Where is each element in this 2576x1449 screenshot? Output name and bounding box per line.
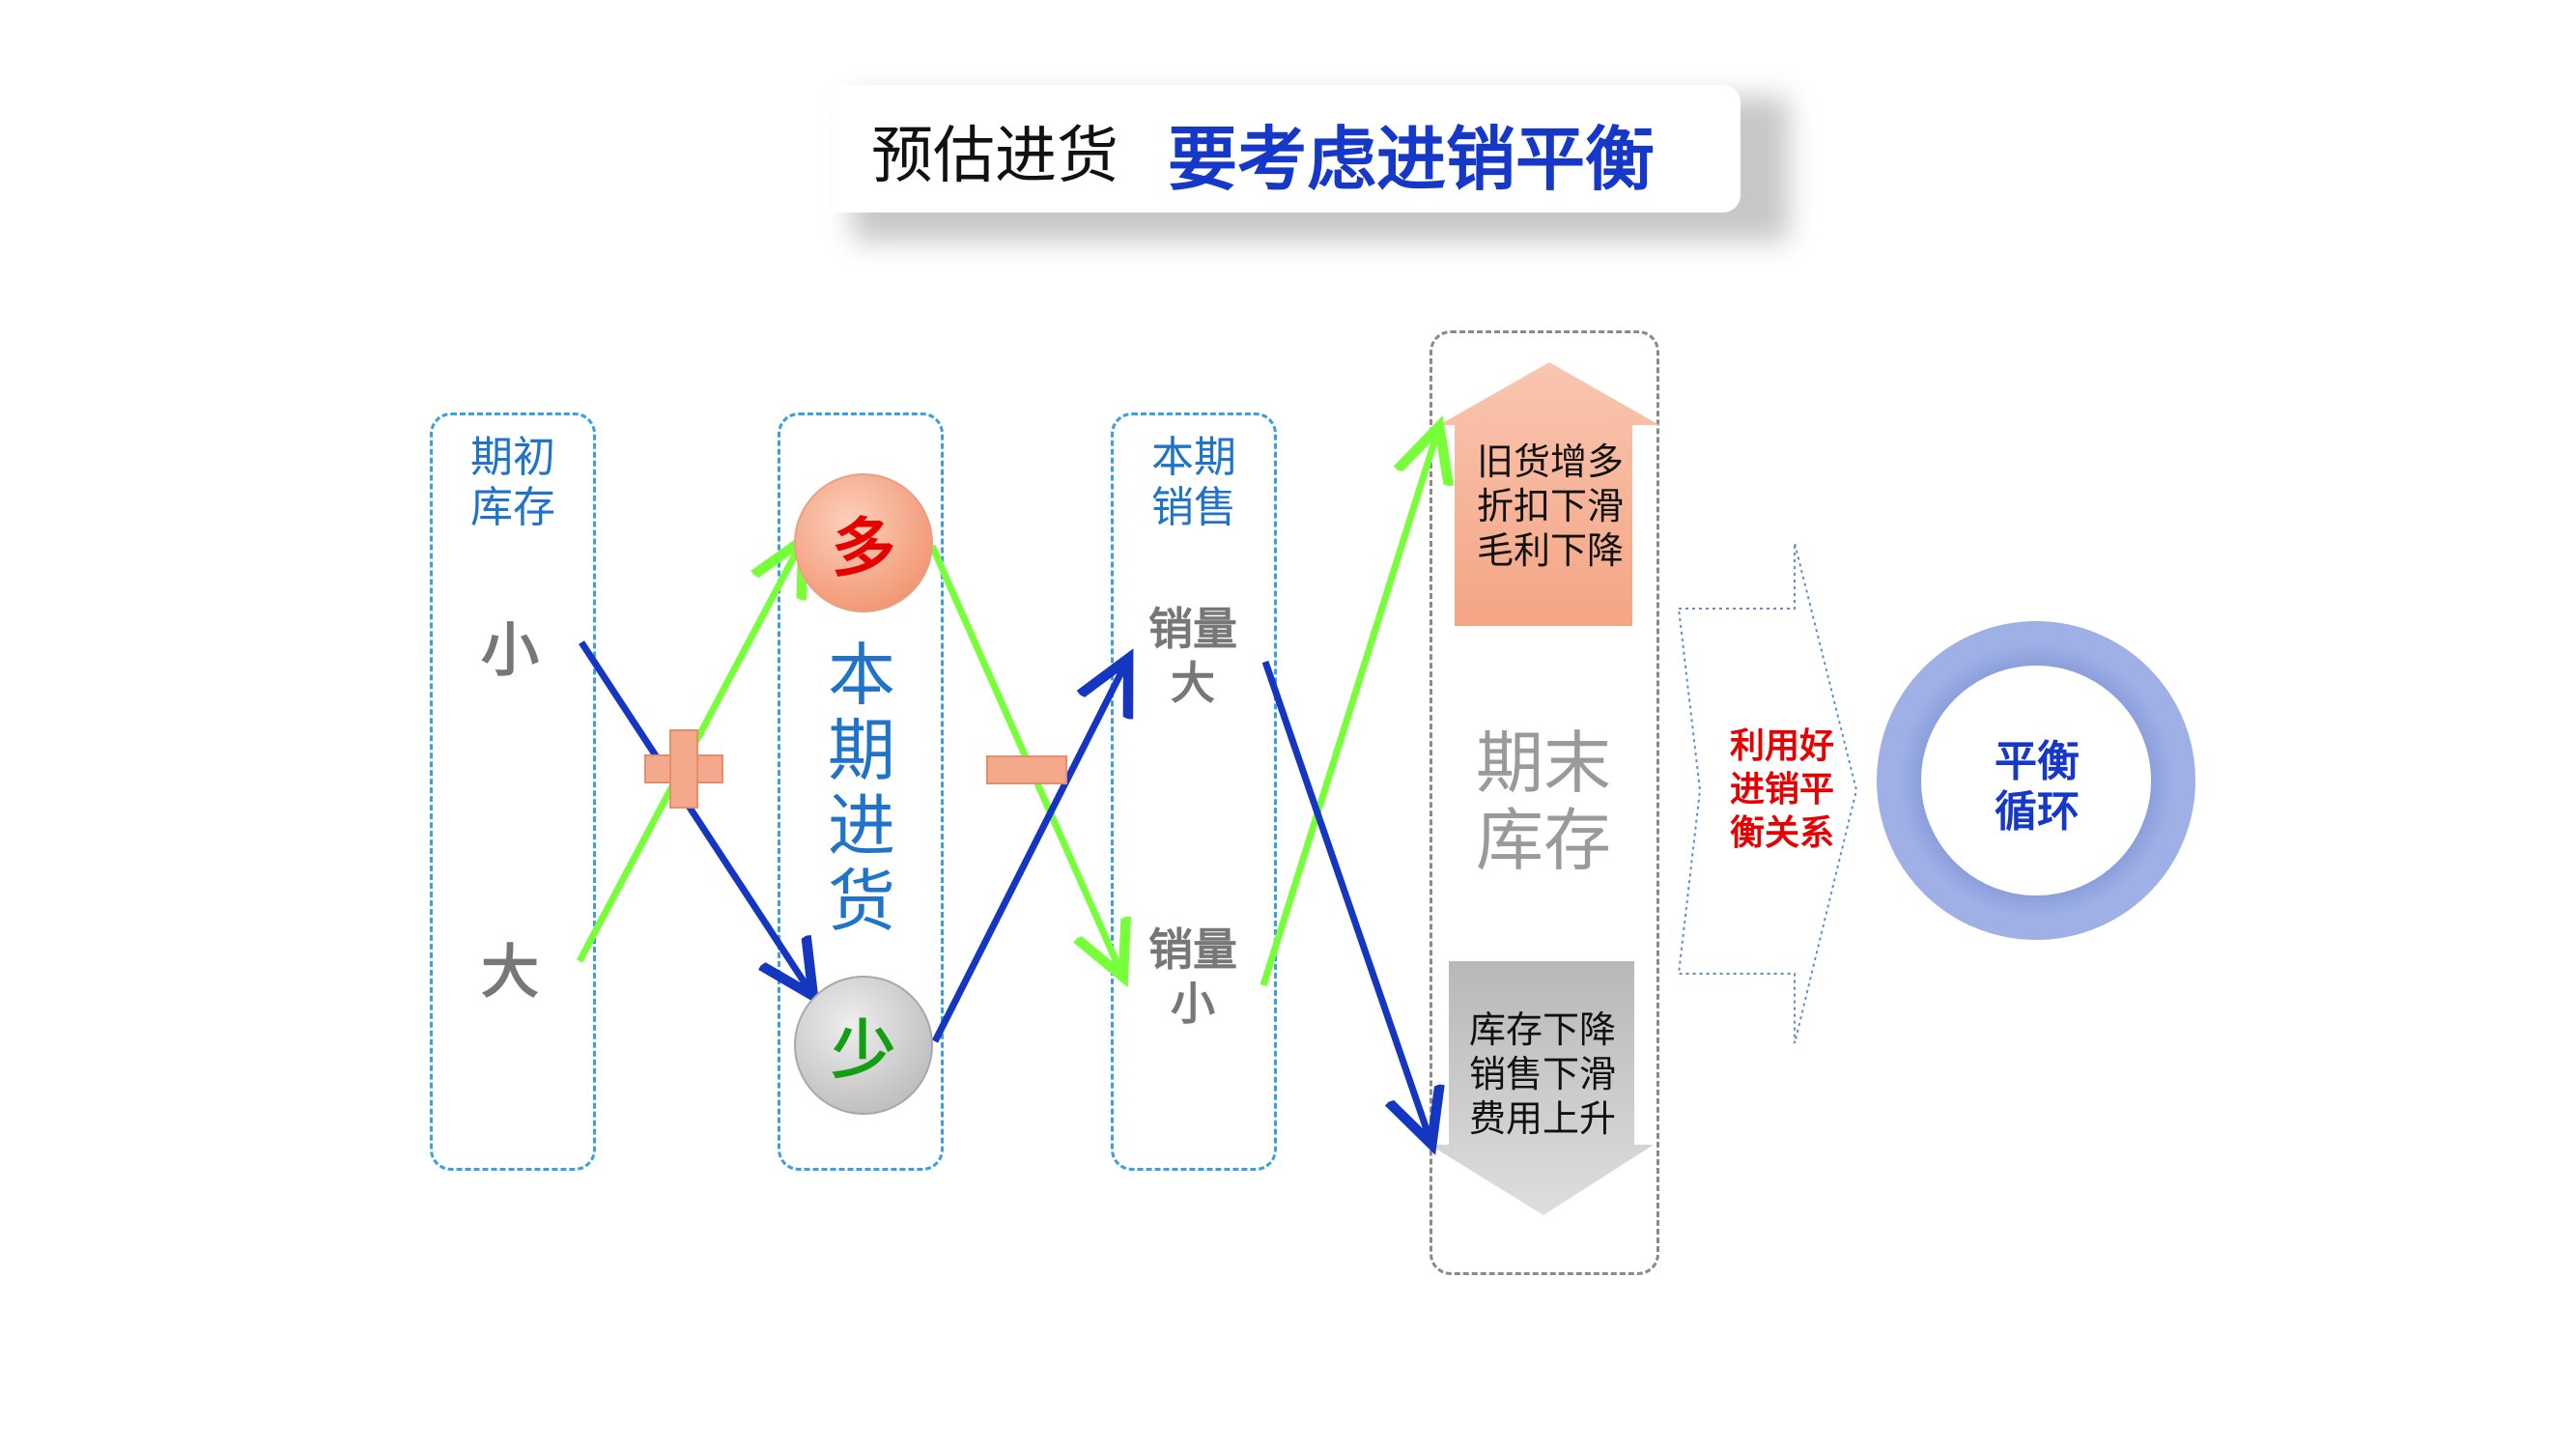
- circle-few: 少: [794, 976, 933, 1115]
- up-box-line2: 折扣下滑: [1476, 485, 1624, 527]
- up-box-text: 旧货增多 折扣下滑 毛利下降: [1458, 440, 1642, 573]
- balance-ring: [1877, 621, 2195, 940]
- circle-many-text: 多: [832, 511, 895, 585]
- col3-header-line1: 本期: [1151, 433, 1236, 482]
- sales-low: 销量 小: [1130, 923, 1256, 1031]
- column-ending-inventory: [1430, 330, 1659, 1275]
- green-arrow-3: [1260, 433, 1437, 987]
- arrow-text-line3: 衡关系: [1729, 813, 1834, 853]
- col1-large: 大: [481, 939, 539, 1007]
- sales-high-line2: 大: [1171, 657, 1215, 709]
- arrow-text: 利用好 进销平 衡关系: [1710, 724, 1854, 855]
- blue-arrow-3: [1261, 660, 1430, 1138]
- col1-header-line1: 期初: [470, 433, 555, 482]
- sales-low-line1: 销量: [1148, 923, 1237, 976]
- blue-arrow-2: [931, 665, 1125, 1043]
- purchase-vertical-label: 本 期 进 货: [804, 638, 920, 939]
- minus-sign: [986, 755, 1067, 784]
- column-initial-inventory: [430, 412, 596, 1171]
- column-purchase: [778, 412, 944, 1171]
- plus-sign: [644, 729, 723, 809]
- down-box-text: 库存下降 销售下滑 费用上升: [1451, 1008, 1634, 1141]
- up-arrow-block: [1439, 362, 1659, 626]
- sales-low-line2: 小: [1171, 978, 1215, 1030]
- purchase-char-1: 本: [828, 636, 895, 715]
- down-arrow-block: [1430, 961, 1654, 1215]
- dotted-block-arrow: [1677, 542, 1858, 1044]
- arrow-text-line1: 利用好: [1729, 726, 1834, 766]
- col3-header-line2: 销售: [1151, 483, 1236, 532]
- col3-header: 本期 销售: [1112, 433, 1276, 533]
- ending-inventory-line2: 库存: [1476, 801, 1611, 880]
- title-plain: 预估进货: [871, 121, 1118, 192]
- ending-inventory-label: 期末 库存: [1447, 724, 1640, 879]
- sales-high-line1: 销量: [1148, 603, 1237, 655]
- purchase-char-2: 期: [828, 711, 895, 790]
- sales-high: 销量 大: [1130, 602, 1256, 710]
- col1-header: 期初 库存: [431, 433, 595, 533]
- up-box-line3: 毛利下降: [1476, 529, 1624, 572]
- title-bold: 要考虑进销平衡: [1168, 119, 1656, 200]
- up-box-line1: 旧货增多: [1476, 440, 1624, 483]
- down-box-line3: 费用上升: [1468, 1097, 1616, 1140]
- circle-many: 多: [794, 473, 933, 612]
- blue-arrow-1: [579, 640, 809, 990]
- circle-few-text: 少: [832, 1013, 895, 1088]
- column-sales: [1111, 412, 1277, 1171]
- ending-inventory-line1: 期末: [1476, 724, 1611, 803]
- ring-text-line2: 循环: [1995, 787, 2080, 837]
- purchase-char-3: 进: [828, 786, 895, 866]
- ring-text-line1: 平衡: [1995, 737, 2080, 786]
- arrow-text-line2: 进销平: [1729, 770, 1834, 810]
- col1-small: 小: [481, 617, 539, 685]
- col1-header-line2: 库存: [470, 483, 555, 532]
- down-box-line1: 库存下降: [1468, 1009, 1616, 1051]
- ring-text: 平衡 循环: [1960, 737, 2114, 838]
- title-banner: 预估进货 要考虑进销平衡: [833, 85, 1741, 213]
- purchase-char-4: 货: [828, 862, 895, 941]
- down-box-line2: 销售下滑: [1468, 1053, 1616, 1095]
